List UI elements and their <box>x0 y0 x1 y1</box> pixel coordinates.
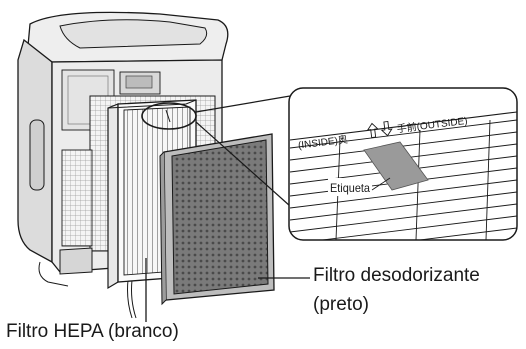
deodorizing-filter-label: Filtro desodorizante <box>313 265 480 286</box>
callout-box: (INSIDE)奥 手前(OUTSIDE) Etiqueta <box>288 87 518 241</box>
hepa-filter-label: Filtro HEPA (branco) <box>6 321 179 342</box>
arrow-down-icon <box>380 120 393 137</box>
arrow-up-icon <box>366 122 379 139</box>
deodorizing-filter <box>159 133 275 306</box>
tag-highlight-circle <box>141 102 197 130</box>
deodorizing-filter-color-label: (preto) <box>313 294 369 315</box>
tag-label-bg <box>328 178 372 196</box>
label-tag <box>363 141 429 191</box>
tag-mark <box>165 109 171 123</box>
callout-leader-bottom <box>195 121 291 207</box>
callout-leader-top <box>195 95 291 113</box>
tag-label: Etiqueta <box>330 181 370 195</box>
tag-leader <box>371 177 391 191</box>
